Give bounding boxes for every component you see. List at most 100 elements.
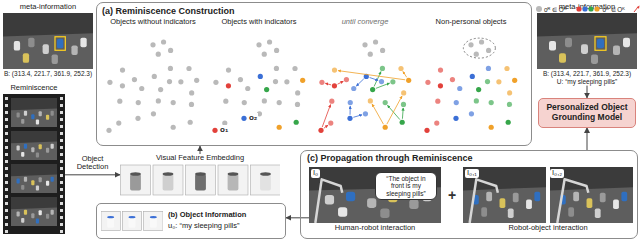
- object-dot: [171, 125, 176, 130]
- object-shape: [51, 209, 54, 214]
- object-dot: [319, 80, 324, 85]
- sprocket-hole: [60, 160, 63, 163]
- object-cap: [107, 216, 114, 218]
- object-dot: [262, 98, 267, 103]
- object-dot: [318, 128, 323, 133]
- object-shape: [17, 112, 20, 117]
- photo: [3, 13, 93, 69]
- object-shape: [534, 192, 540, 202]
- object-shape: [43, 44, 49, 54]
- photo: [120, 164, 280, 196]
- object-dot: [425, 80, 430, 85]
- object-shape: [71, 45, 77, 55]
- object-dot: [373, 39, 378, 44]
- sprocket-hole: [60, 202, 63, 205]
- photo: [3, 94, 65, 234]
- sprocket-hole: [60, 230, 63, 233]
- object-dot: [150, 42, 155, 47]
- object-dot: [277, 100, 282, 105]
- arrow-connector: [200, 146, 201, 154]
- filmstrip: Reminiscence: [3, 84, 65, 234]
- object-dot: [485, 79, 490, 84]
- object-shape: [338, 207, 347, 217]
- object-dot: [168, 48, 173, 53]
- sprocket-hole: [60, 139, 63, 142]
- info-panel: (b) Object Informationu₀: “my sleeping p…: [96, 203, 286, 239]
- object-cap: [195, 172, 206, 176]
- object-shape: [380, 208, 389, 218]
- sprocket-hole: [5, 125, 8, 128]
- object-shape: [51, 176, 54, 181]
- crop-tile: [186, 165, 216, 195]
- section-panel: (c) Propagation through ReminiscenceHuma…: [300, 150, 638, 239]
- table-surface: [11, 207, 57, 226]
- bounding-box: [55, 36, 65, 50]
- object-shape: [367, 198, 376, 208]
- object-shape: [486, 192, 492, 202]
- sprocket-hole: [60, 111, 63, 114]
- image-frame: meta-informationB: (313.4, 221.7, 361.9,…: [3, 3, 93, 77]
- crop-tile: [251, 165, 281, 195]
- object-dot: [457, 86, 462, 91]
- object-shape: [513, 193, 519, 203]
- object-shape: [36, 119, 39, 124]
- object-dot: [189, 102, 194, 107]
- sprocket-hole: [60, 153, 63, 156]
- object-dot: [274, 66, 279, 71]
- object-dot: [479, 39, 484, 44]
- object-dot: [383, 100, 388, 105]
- object-dot: [507, 102, 512, 107]
- legend: oᴿ ∈ Oᴿoᴷ ∈ OᴷIndicator Scoringpropagate…: [536, 5, 640, 13]
- object-shape: [130, 174, 141, 191]
- robot-arm: [470, 179, 498, 223]
- bounding-box: [595, 36, 606, 50]
- photo-background: [309, 167, 441, 223]
- object-dot: [168, 66, 173, 71]
- object-dot: [332, 83, 337, 88]
- object-dot: [329, 99, 334, 104]
- node-text: (c) Propagation through Reminiscence: [307, 153, 631, 163]
- legend-arrowhead: [636, 6, 639, 9]
- object-dot: [328, 120, 333, 125]
- object-shape: [228, 174, 239, 191]
- indicator-arrow: [387, 96, 402, 124]
- object-shape: [51, 143, 54, 148]
- object-dot: [295, 102, 300, 107]
- object-dot: [489, 125, 494, 130]
- object-dot: [424, 128, 429, 133]
- object-dot: [295, 90, 300, 95]
- photo: [101, 206, 163, 236]
- photo-background: [11, 98, 57, 127]
- object-dot: [245, 86, 250, 91]
- indicator-arrow: [387, 105, 399, 119]
- object-dot: [186, 66, 191, 71]
- object-dot: [398, 66, 403, 71]
- object-shape: [21, 218, 24, 223]
- object-dot: [434, 120, 439, 125]
- object-dot: [152, 74, 157, 79]
- object-shape: [346, 192, 355, 202]
- object-dot: [139, 86, 144, 91]
- crop-tile: [144, 211, 163, 230]
- object-dot: [136, 100, 141, 105]
- sprocket-hole: [60, 125, 63, 128]
- sprocket-hole: [5, 202, 8, 205]
- object-dot: [438, 68, 443, 73]
- panel-label: until converge: [315, 18, 415, 27]
- object-dot: [294, 120, 299, 125]
- object-dot: [158, 87, 163, 92]
- object-dot: [401, 102, 406, 107]
- object-dot: [156, 52, 161, 57]
- object-dot: [470, 74, 475, 79]
- object-shape: [31, 180, 34, 185]
- object-dot: [380, 66, 385, 71]
- object-shape: [46, 147, 49, 152]
- image-frame: meta-informationB: (313.4, 221.7, 361.9,…: [537, 3, 637, 86]
- node-text: Human-robot interaction: [309, 224, 441, 233]
- robot-arm: [557, 179, 588, 223]
- object-dot: [383, 125, 388, 130]
- photo-content: [101, 211, 163, 230]
- object-dot: [262, 52, 267, 57]
- object-dot: [178, 79, 183, 84]
- node-text: U: “my sleeping pills”: [537, 78, 637, 85]
